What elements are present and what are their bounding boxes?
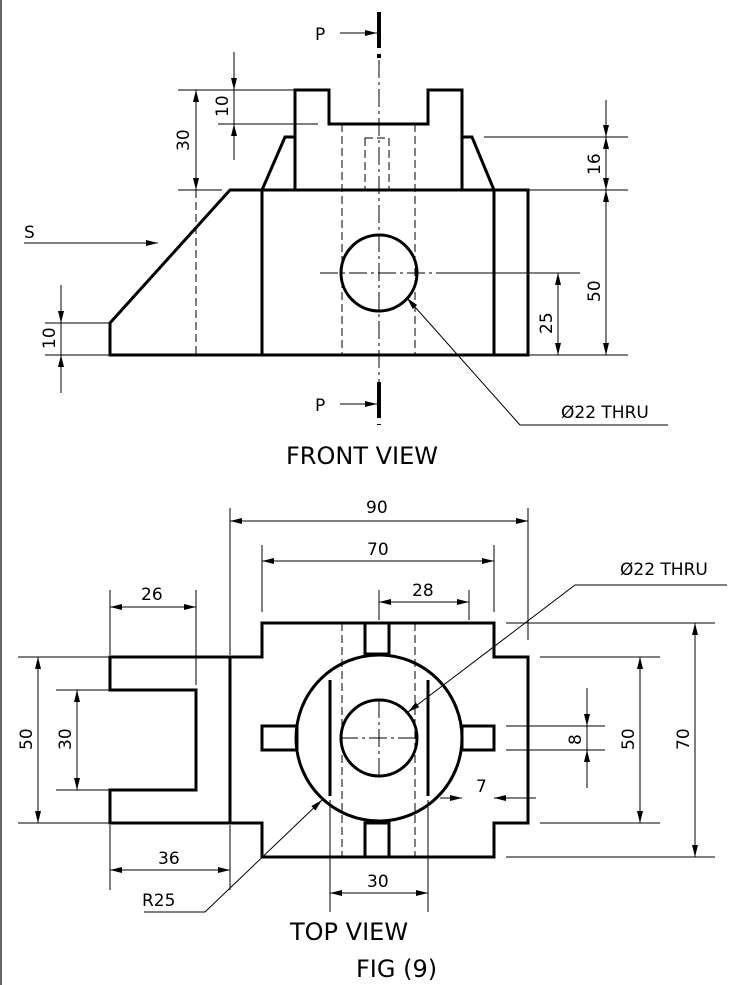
top-rib-top xyxy=(363,621,391,656)
dim-rib-height: 8 xyxy=(566,734,586,745)
top-view-title: TOP VIEW xyxy=(289,918,408,946)
dim-fork-width: 26 xyxy=(141,585,163,605)
front-hole-note: Ø22 THRU xyxy=(561,403,649,423)
section-label-top: P xyxy=(315,25,325,45)
dim-inner-width: 70 xyxy=(367,540,389,560)
dim-chamfer-height: 10 xyxy=(40,327,60,349)
top-rib-right xyxy=(460,724,496,752)
dim-lug-depth: 7 xyxy=(476,777,487,797)
top-rib-left xyxy=(260,724,299,752)
top-rib-bottom xyxy=(363,821,391,859)
top-hole-leader xyxy=(407,584,727,713)
front-hidden-rib xyxy=(364,137,390,191)
top-hole-note: Ø22 THRU xyxy=(620,560,708,580)
top-view: 90 70 28 26 50 30 36 30 xyxy=(17,498,727,946)
radius-note: R25 xyxy=(142,891,175,911)
front-view-title: FRONT VIEW xyxy=(286,442,438,470)
front-view: P P S 10 30 16 50 25 1 xyxy=(24,12,668,470)
figure-caption: FIG (9) xyxy=(356,955,437,983)
dim-boss-width: 50 xyxy=(619,728,639,750)
dim-overall-depth: 70 xyxy=(674,728,694,750)
front-top-boss xyxy=(260,88,496,191)
dim-flat-width: 28 xyxy=(412,581,434,601)
top-body-outline xyxy=(228,621,530,859)
dim-body-height: 50 xyxy=(585,280,605,302)
radius-leader xyxy=(144,799,323,913)
dim-fork-outer-height: 50 xyxy=(17,728,37,750)
view-arrow-label: S xyxy=(24,223,35,243)
dim-boss-height: 16 xyxy=(585,153,605,175)
dim-lug-width: 30 xyxy=(367,872,389,892)
hole-leader xyxy=(406,297,668,426)
top-fork-outline xyxy=(108,655,230,825)
dim-overall-width: 90 xyxy=(366,498,388,518)
dim-top-slot-height: 10 xyxy=(213,95,233,117)
dim-fork-slot-height: 30 xyxy=(56,728,76,750)
dim-fork-length: 36 xyxy=(158,849,180,869)
dim-top-height: 30 xyxy=(174,129,194,151)
dim-hole-center-height: 25 xyxy=(537,312,557,334)
section-label-bottom: P xyxy=(315,396,325,416)
